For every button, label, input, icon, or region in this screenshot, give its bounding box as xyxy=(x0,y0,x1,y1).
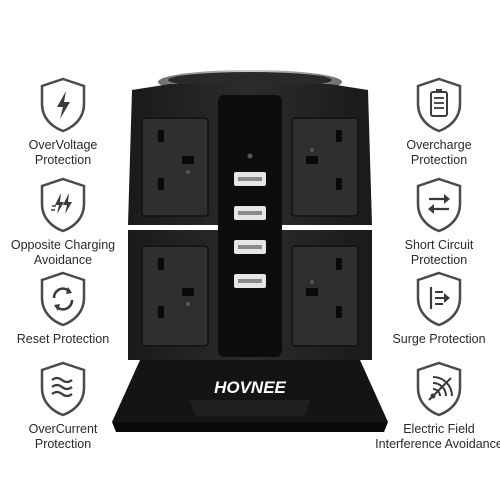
socket-bottom-left[interactable] xyxy=(141,245,209,347)
feature-label-line2: Protection xyxy=(410,253,468,267)
indicator-light xyxy=(247,153,253,159)
base-edge xyxy=(112,422,388,432)
feature-overcharge: Overcharge Protection xyxy=(374,76,500,168)
feature-opposite-charging: Opposite Charging Avoidance xyxy=(0,176,128,268)
feature-reset-protection: Reset Protection xyxy=(0,270,128,347)
feature-overcurrent: OverCurrent Protection xyxy=(0,360,128,452)
swap-arrows-icon xyxy=(416,177,462,233)
base xyxy=(112,360,388,422)
feature-label-line1: Short Circuit xyxy=(404,238,474,252)
socket-top-right[interactable] xyxy=(291,117,359,217)
feature-surge-protection: Surge Protection xyxy=(374,270,500,347)
feature-label-line1: Reset Protection xyxy=(16,332,110,346)
surge-arrow-icon xyxy=(416,271,462,327)
feature-electric-field: Electric Field Interference Avoidance xyxy=(374,360,500,452)
feature-label-line2: Interference Avoidance xyxy=(375,437,500,451)
base-panel xyxy=(190,400,310,416)
usb-column xyxy=(218,95,282,357)
brand-logo: HOVNEE xyxy=(214,378,286,397)
feature-label-line2: Avoidance xyxy=(33,253,93,267)
feature-label-line2: Protection xyxy=(410,153,468,167)
battery-icon xyxy=(416,77,462,133)
signal-icon xyxy=(416,361,462,417)
feature-label-line1: OverCurrent xyxy=(28,422,98,436)
lightning-bolt-icon xyxy=(40,77,86,133)
feature-label-line1: Overcharge xyxy=(406,138,472,152)
feature-label-line2: Protection xyxy=(34,437,92,451)
feature-overvoltage: OverVoltage Protection xyxy=(0,76,128,168)
feature-label-line1: Opposite Charging xyxy=(10,238,116,252)
feature-label-line1: Electric Field xyxy=(403,422,475,436)
feature-label-line1: Surge Protection xyxy=(392,332,486,346)
feature-short-circuit: Short Circuit Protection xyxy=(374,176,500,268)
socket-bottom-right[interactable] xyxy=(291,245,359,347)
socket-top-left[interactable] xyxy=(141,117,209,217)
double-lightning-icon xyxy=(40,177,86,233)
refresh-icon xyxy=(40,271,86,327)
waves-icon xyxy=(40,361,86,417)
power-tower: HOVNEE xyxy=(112,70,388,432)
feature-label-line2: Protection xyxy=(34,153,92,167)
feature-label-line1: OverVoltage xyxy=(28,138,98,152)
